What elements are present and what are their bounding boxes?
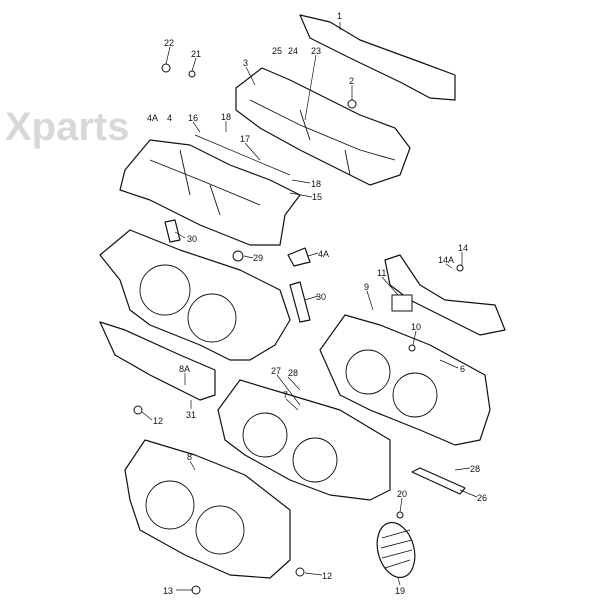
label-12-upper: 12 (153, 416, 163, 426)
label-30-upper: 30 (187, 234, 197, 244)
part-13-bolt (191, 585, 201, 595)
part-8a-right-opening (187, 293, 237, 343)
part-8-left-opening (145, 480, 195, 530)
label-29: 29 (253, 253, 263, 263)
label-25: 25 (272, 46, 282, 56)
part-6-front-end (319, 314, 491, 446)
label-24: 24 (288, 46, 298, 56)
label-28-upper: 28 (288, 368, 298, 378)
part-1-cover (299, 14, 456, 101)
label-12-lower: 12 (322, 571, 332, 581)
part-20-screw (396, 511, 404, 519)
part-4-detail (149, 149, 261, 216)
part-14-bolt (456, 264, 464, 272)
part-22-bolt (161, 63, 171, 73)
part-12-bolt-upper (133, 405, 143, 415)
label-2: 2 (349, 76, 354, 86)
part-21-screw (188, 70, 196, 78)
part-19-slats (380, 529, 413, 569)
label-22: 22 (164, 38, 174, 48)
label-9: 9 (364, 282, 369, 292)
part-6-left-opening (345, 349, 391, 395)
label-18-lower: 18 (311, 179, 321, 189)
label-17: 17 (240, 134, 250, 144)
part-12-bolt-lower (295, 567, 305, 577)
part-4-air-duct (119, 139, 301, 246)
part-7-left-opening (242, 412, 288, 458)
part-26-strip (411, 467, 466, 495)
label-4: 4 (167, 113, 172, 123)
label-4a-lower: 4A (318, 249, 329, 259)
label-11: 11 (377, 268, 386, 278)
label-31: 31 (186, 410, 196, 420)
label-4a: 4A (147, 113, 158, 123)
label-27: 27 (271, 366, 281, 376)
watermark: Xparts (5, 105, 130, 149)
label-14: 14 (458, 243, 468, 253)
part-19-grille (376, 521, 416, 579)
part-30-bracket-lower (289, 281, 311, 323)
leader-lines (141, 22, 478, 591)
part-29-buffer (232, 250, 244, 262)
part-6-right-opening (392, 372, 438, 418)
label-26: 26 (477, 493, 487, 503)
label-20: 20 (397, 489, 407, 499)
label-19: 19 (395, 586, 405, 596)
label-21: 21 (191, 49, 201, 59)
label-3: 3 (243, 58, 248, 68)
part-31-carrier (99, 321, 216, 401)
label-23: 23 (311, 46, 321, 56)
part-3-detail (249, 99, 396, 176)
label-13: 13 (163, 586, 173, 596)
label-16: 16 (188, 113, 198, 123)
label-30-lower: 30 (316, 292, 326, 302)
label-6: 6 (460, 364, 465, 374)
label-1: 1 (337, 11, 342, 21)
label-7: 7 (283, 390, 288, 400)
part-8a-front-end (99, 229, 291, 361)
label-10: 10 (411, 322, 421, 332)
part-3-lock-carrier (235, 67, 411, 186)
part-17-cable (194, 134, 291, 176)
part-30-bracket-upper (164, 219, 181, 243)
part-7-right-opening (292, 437, 338, 483)
part-8a-left-opening (139, 264, 191, 316)
part-2-grommet (347, 99, 357, 109)
label-28-lower: 28 (470, 464, 480, 474)
part-7-front-end (217, 379, 391, 501)
label-18-upper: 18 (221, 112, 231, 122)
part-11-lock (391, 294, 413, 312)
part-4a-clip (287, 247, 311, 267)
label-14a: 14A (438, 255, 454, 265)
part-8-right-opening (195, 505, 245, 555)
label-15: 15 (312, 192, 322, 202)
label-8: 8 (187, 452, 192, 462)
part-10-bolt (408, 344, 416, 352)
label-8a: 8A (179, 364, 190, 374)
